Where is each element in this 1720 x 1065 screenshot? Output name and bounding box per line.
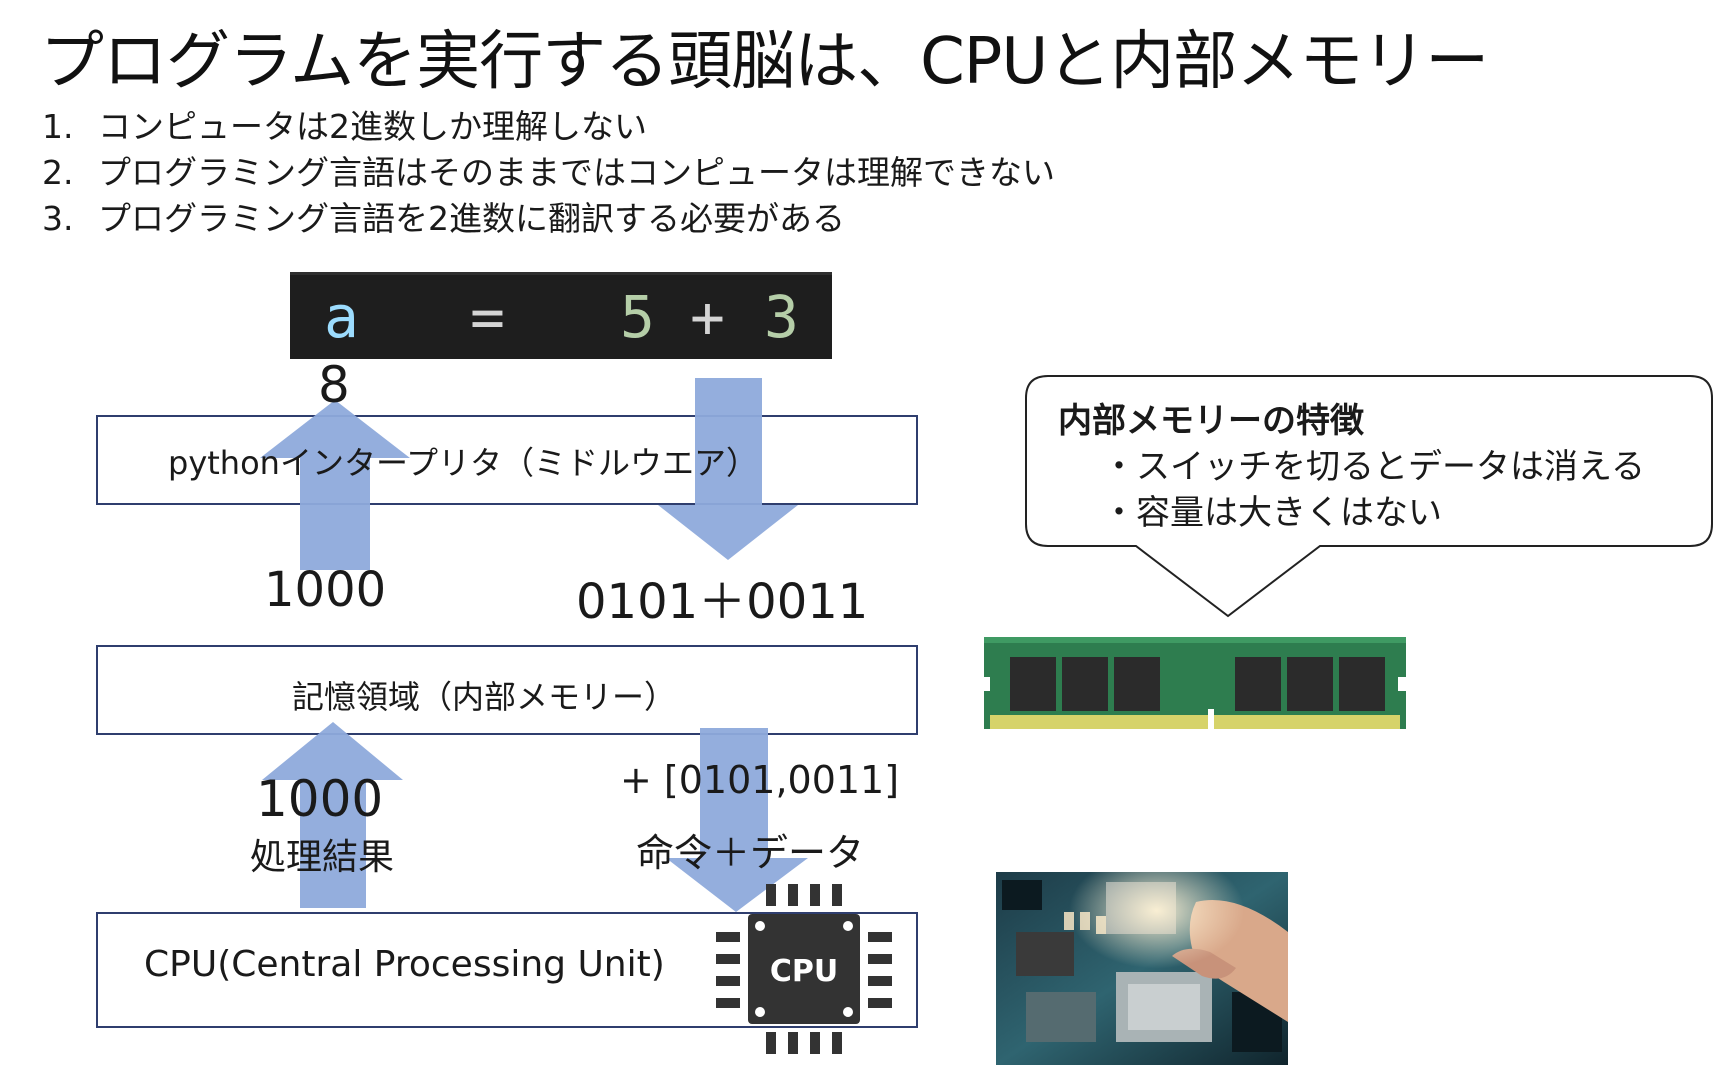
motherboard-photo [996,872,1288,1065]
code-equals: = [470,283,505,351]
list-number: 2. [42,153,74,192]
interpreter-box [96,415,918,505]
list-item: 3. プログラミング言語を2進数に翻訳する必要がある [42,196,1055,242]
list-item: 1. コンピュータは2進数しか理解しない [42,104,1055,150]
list-text: コンピュータは2進数しか理解しない [98,107,647,146]
result-binary-top: 1000 [264,562,387,618]
key-points-list: 1. コンピュータは2進数しか理解しない 2. プログラミング言語はそのままではコン… [42,104,1055,242]
bubble-item: ・スイッチを切るとデータは消える [1102,447,1645,487]
down-arrow-bottom [666,728,808,912]
list-item: 2. プログラミング言語はそのままではコンピュータは理解できない [42,150,1055,196]
up-arrow-top [260,400,410,570]
instruction-data: + [0101,0011] [620,758,900,802]
bubble-content: 内部メモリーの特徴 ・スイッチを切るとデータは消える ・容量は大きくはない [1058,398,1645,536]
instruction-caption: 命令＋データ [636,831,865,875]
result-decimal: 8 [318,356,350,414]
cpu-chip-text: CPU [770,954,838,989]
page-title: プログラムを実行する頭脳は、CPUと内部メモリー [40,25,1489,99]
code-variable: a [324,283,359,351]
list-text: プログラミング言語はそのままではコンピュータは理解できない [98,153,1055,192]
memory-box [96,645,918,735]
cpu-label: CPU(Central Processing Unit) [144,944,665,985]
code-operator: + [690,283,725,351]
interpreter-label: pythonインタープリタ（ミドルウエア） [168,444,759,482]
list-number: 1. [42,107,74,146]
processing-result-label: 処理結果 [250,837,395,878]
bubble-item: ・容量は大きくはない [1102,493,1442,533]
code-number: 5 [620,283,655,351]
ram-module-icon [980,637,1408,741]
code-number: 3 [764,283,799,351]
memory-label: 記憶領域（内部メモリー） [292,678,677,716]
cpu-chip-icon: CPU [716,884,892,1054]
up-arrow-bottom [262,722,403,908]
result-binary-bottom: 1000 [256,770,384,828]
list-text: プログラミング言語を2進数に翻訳する必要がある [98,199,845,238]
down-arrow-top [658,378,798,560]
code-snippet: a = 5 + 3 [290,272,832,359]
list-number: 3. [42,199,74,238]
speech-bubble [1025,375,1713,618]
binary-expression: 0101＋0011 [576,574,869,630]
bubble-title: 内部メモリーの特徴 [1058,401,1364,441]
